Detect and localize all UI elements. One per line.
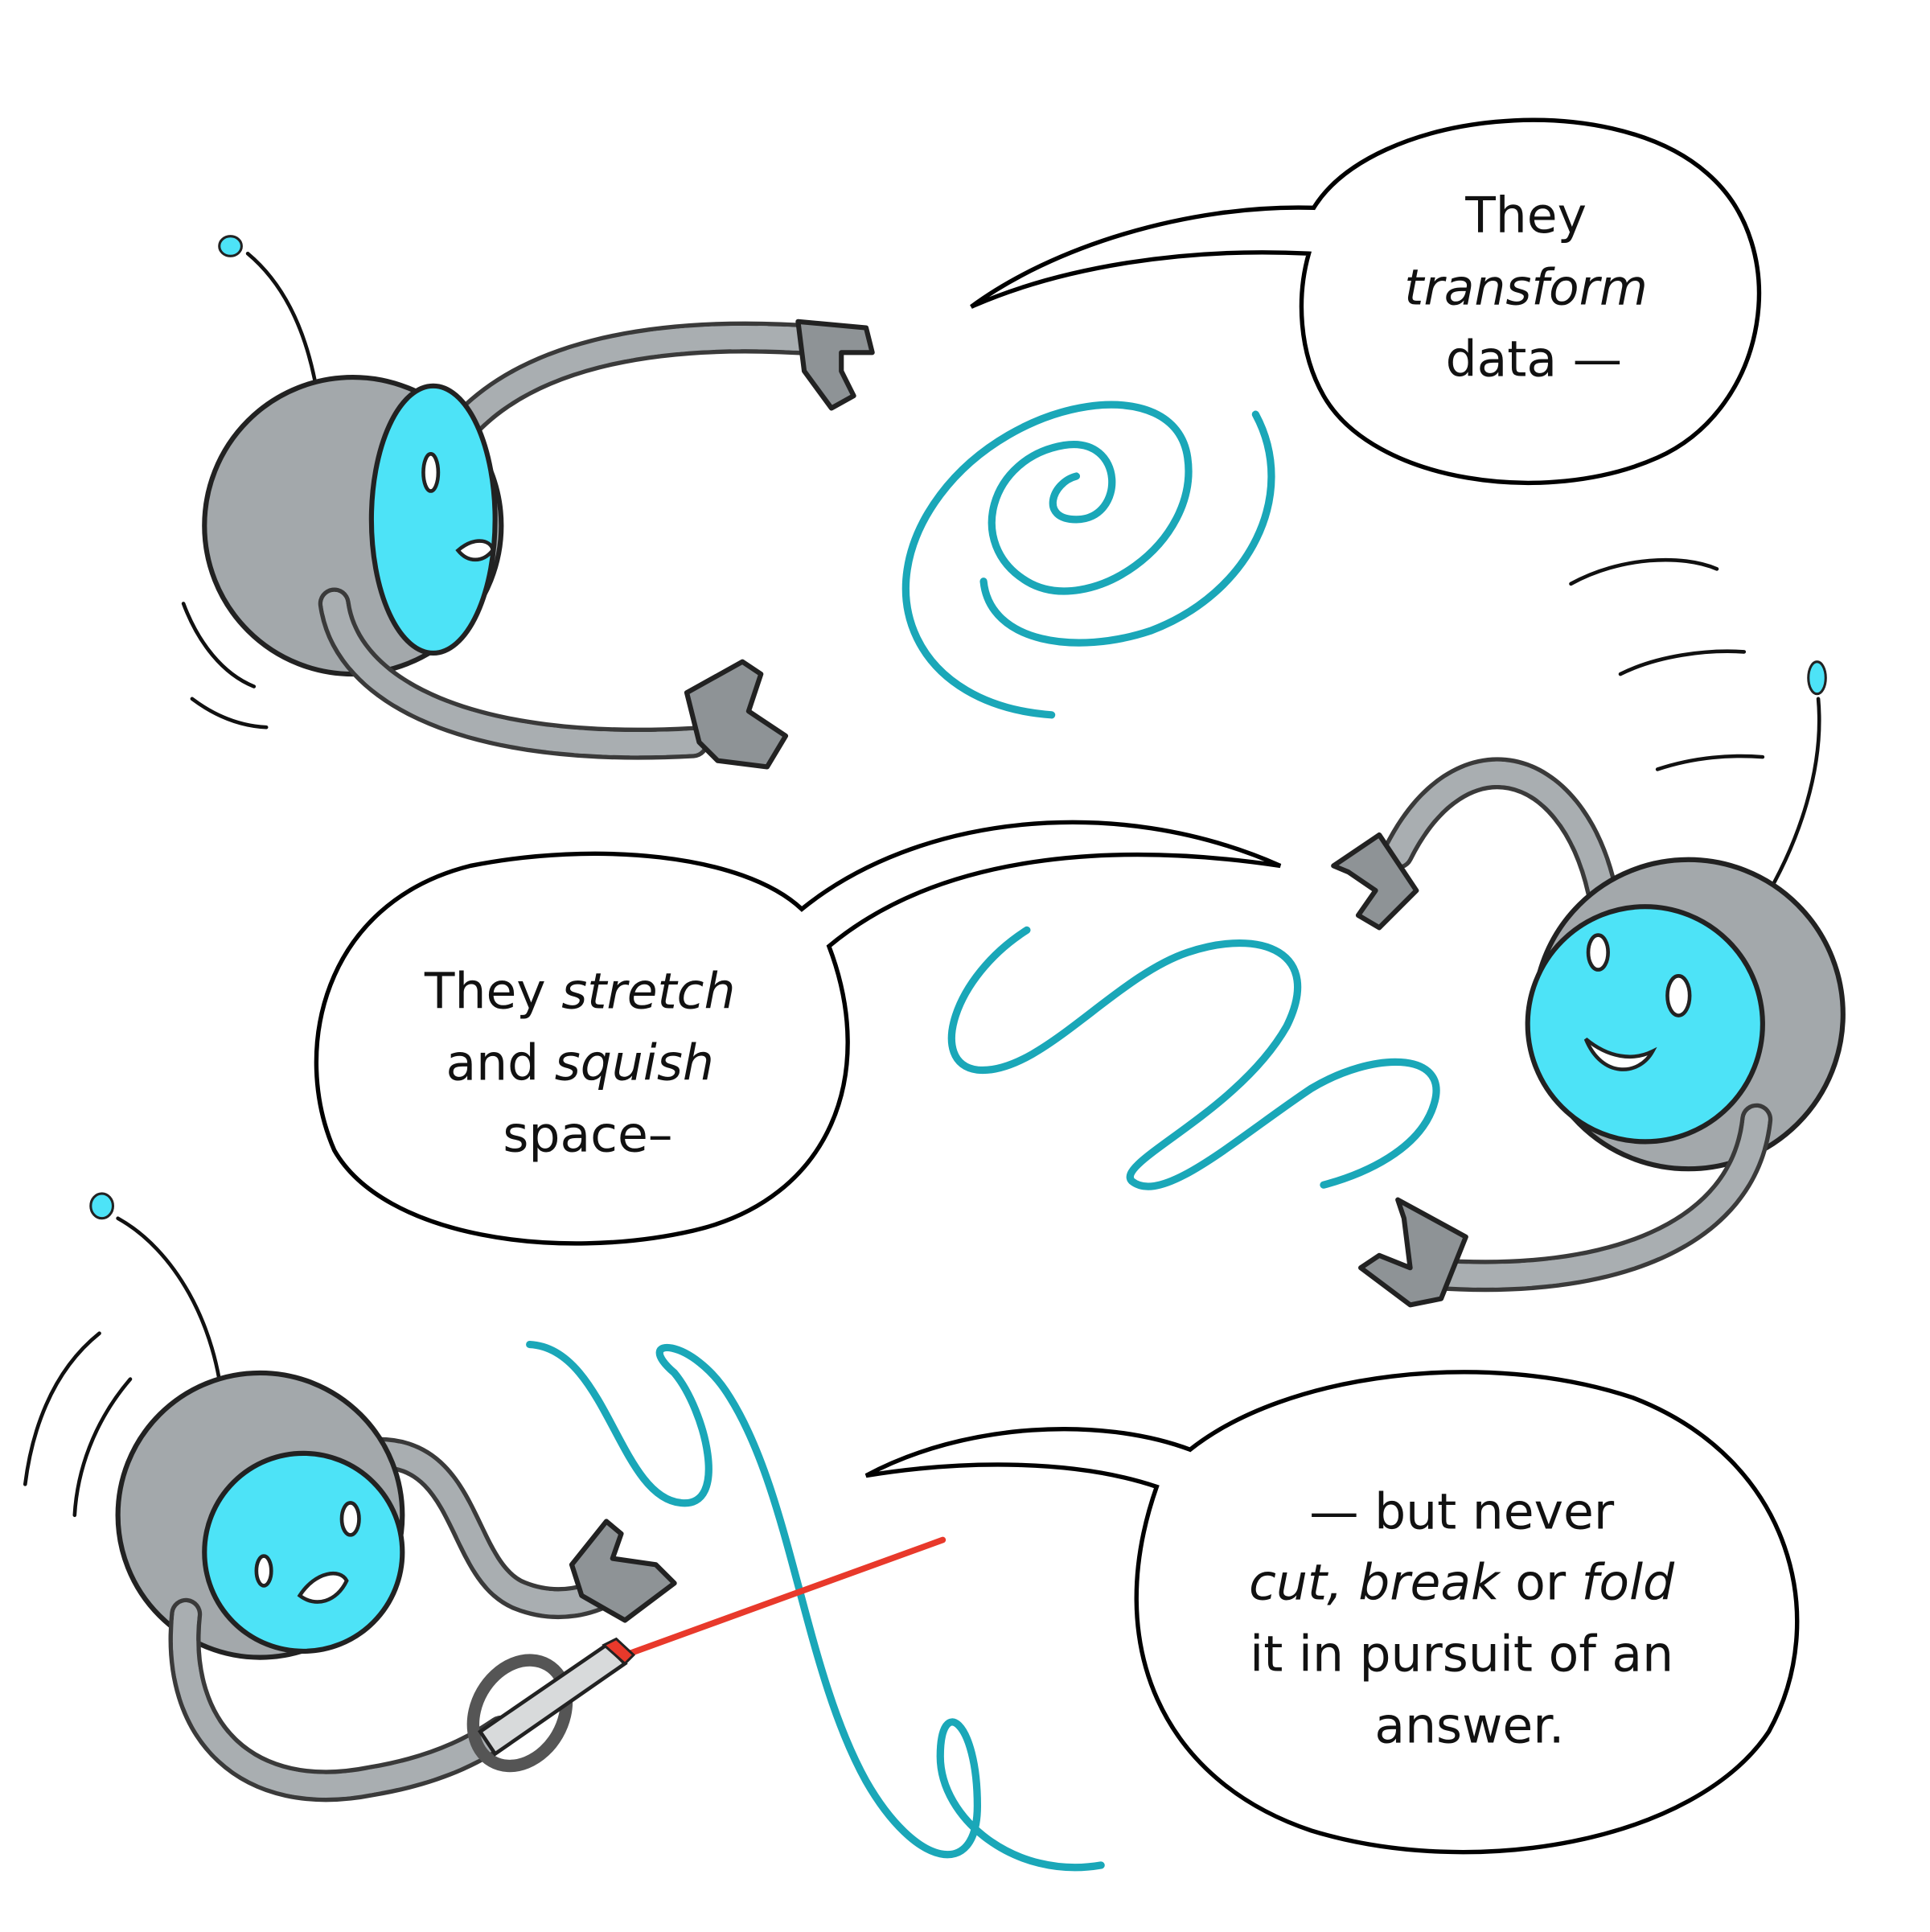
laser-beam xyxy=(615,1536,947,1661)
claw-icon xyxy=(684,659,789,770)
robot-laser xyxy=(89,1192,677,1803)
speech-bubble-transform: They transform data — xyxy=(970,117,1761,486)
speech-bubble-never-cut: — but never cut, break or fold it in pur… xyxy=(864,1370,1800,1855)
claw-icon xyxy=(1358,1197,1468,1308)
bubble-text: They stretch and squish space– xyxy=(424,962,751,1163)
robot-face xyxy=(368,383,498,656)
robot-face xyxy=(202,1450,405,1655)
claw-icon xyxy=(795,319,875,411)
antenna-tip-icon xyxy=(1807,660,1827,696)
wave-squiggle xyxy=(947,926,1440,1190)
bubble-text: They transform data — xyxy=(1404,187,1663,388)
speech-bubble-stretch: They stretch and squish space– xyxy=(314,820,1282,1246)
robot-face xyxy=(1525,904,1765,1145)
grip-ring xyxy=(466,1654,573,1773)
robot-transform xyxy=(202,235,875,770)
antenna-tip-icon xyxy=(218,235,243,257)
bubble-text: — but never cut, break or fold it in pur… xyxy=(1249,1483,1690,1755)
robot-stretch xyxy=(1331,660,1846,1308)
antenna-tip-icon xyxy=(89,1192,115,1220)
claw-icon xyxy=(569,1519,677,1623)
motion-lines xyxy=(23,557,1765,1518)
spiral-squiggle xyxy=(901,401,1275,719)
claw-icon xyxy=(1331,832,1419,931)
